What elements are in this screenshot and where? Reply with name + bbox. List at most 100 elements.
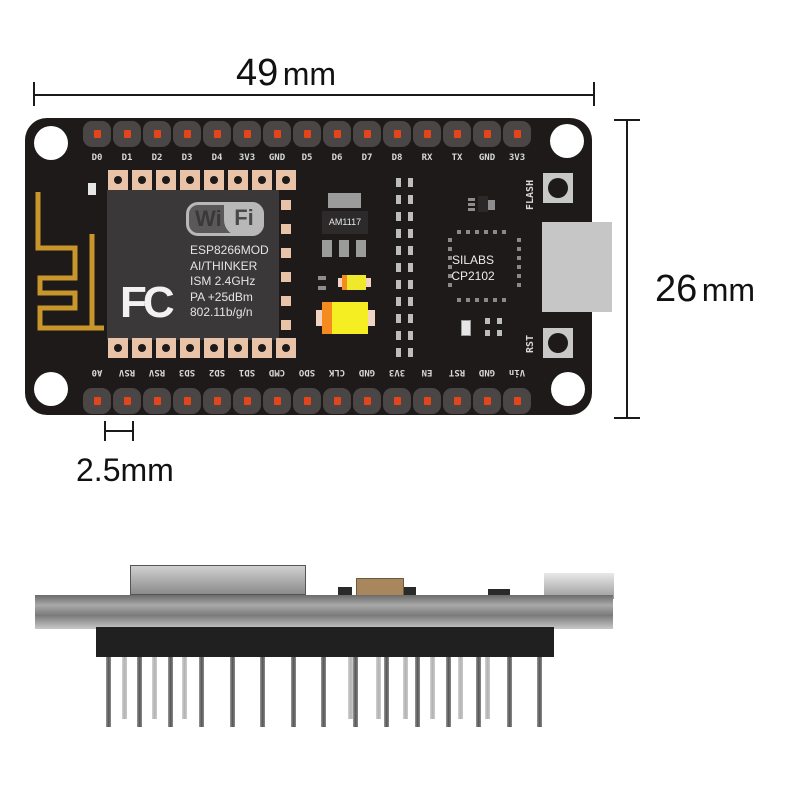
pad (132, 170, 152, 190)
pin-label: 3V3 (238, 153, 256, 163)
flash-button[interactable] (543, 173, 573, 203)
pin (262, 120, 292, 148)
cp2102-pins-left (448, 238, 452, 287)
smd-pads (497, 318, 502, 336)
regulator-am1117: AM1117 (322, 211, 368, 234)
pin (502, 387, 532, 415)
pin (202, 387, 232, 415)
height-dimension-label: 26 mm (655, 268, 755, 311)
smd-resistor (318, 276, 326, 280)
pin (472, 387, 502, 415)
pin (322, 120, 352, 148)
pcb-antenna-icon (35, 192, 104, 331)
pin (112, 387, 142, 415)
pin (292, 120, 322, 148)
pin-label: RSV (148, 367, 166, 377)
width-dimension-label: 49 mm (236, 52, 336, 95)
header-pin (348, 657, 353, 719)
wifi-logo-fi: Fi (224, 202, 264, 236)
cp2102-label: SILABS CP2102 (440, 252, 506, 284)
pin-label: D6 (331, 153, 343, 163)
cap-terminal (316, 310, 323, 326)
wifi-logo-icon: Wi Fi (186, 202, 264, 236)
pad (156, 338, 176, 358)
header-pin (507, 657, 512, 727)
module-pads-bottom (108, 338, 296, 358)
pin (382, 387, 412, 415)
pin (232, 120, 262, 148)
regulator-leg (339, 240, 349, 257)
pad (108, 338, 128, 358)
pin-label: A0 (91, 367, 103, 377)
height-unit: mm (701, 272, 756, 308)
pin (142, 387, 172, 415)
pin-label: Vin (508, 367, 526, 377)
reset-button-label: RST (525, 334, 536, 353)
pin-label: D1 (121, 153, 133, 163)
bottom-pin-header (82, 387, 532, 415)
pin-label: CLK (328, 367, 346, 377)
header-pin (403, 657, 408, 719)
pin-label: D7 (361, 153, 373, 163)
header-pin (384, 657, 389, 727)
pin-label: SD3 (178, 367, 196, 377)
header-pin (458, 657, 463, 719)
smd-part (488, 200, 495, 210)
header-pin (415, 657, 420, 727)
cp2102-maker: SILABS (451, 253, 495, 267)
pin-label: 3V3 (388, 367, 406, 377)
pin-label: D8 (391, 153, 403, 163)
header-pin (485, 657, 490, 719)
header-pin (291, 657, 296, 727)
reset-button[interactable] (543, 328, 573, 358)
pad (281, 248, 291, 258)
width-unit: mm (282, 56, 337, 92)
pin-label: GND (478, 153, 496, 163)
header-pin (321, 657, 326, 727)
header-pin (168, 657, 173, 727)
mounting-hole-top-right (550, 124, 584, 158)
module-band: ISM 2.4GHz (190, 274, 256, 288)
module-maker: AI/THINKER (190, 258, 258, 273)
pad (228, 170, 248, 190)
pitch-dimension-label: 2.5mm (76, 452, 174, 488)
pin (442, 120, 472, 148)
module-power: PA +25dBm (190, 289, 253, 304)
header-pin (537, 657, 542, 727)
height-dimension-line (626, 120, 628, 418)
pin-label: SD1 (238, 367, 256, 377)
pin (112, 120, 142, 148)
flash-button-label: FLASH (525, 179, 536, 210)
pin-label: RSV (118, 367, 136, 377)
header-pin (106, 657, 111, 727)
height-value: 26 (655, 268, 698, 310)
header-pin (376, 657, 381, 719)
wifi-logo-wi: Wi (195, 206, 222, 231)
smd-component-side (488, 589, 510, 598)
tantalum-capacitor-large (322, 302, 368, 334)
pad (108, 170, 128, 190)
smd-component-side (404, 587, 416, 597)
esp-module-shield (130, 565, 306, 595)
pin (382, 120, 412, 148)
pad (281, 320, 291, 330)
height-dimension-tick-bottom (614, 417, 640, 419)
smd-pin (468, 198, 475, 201)
pin (172, 387, 202, 415)
pin-label: 3V3 (508, 153, 526, 163)
pin (442, 387, 472, 415)
pad (132, 338, 152, 358)
cap-terminal (368, 310, 375, 326)
width-dimension-tick-left (33, 82, 35, 106)
smd-pin (468, 203, 475, 206)
header-pin (430, 657, 435, 719)
height-dimension-tick-top (614, 119, 640, 121)
cp2102-pins-bottom (457, 298, 506, 302)
module-standard: 802.11b/g/n (190, 305, 253, 319)
pcb-edge (35, 595, 613, 629)
pad (281, 272, 291, 282)
header-pin (122, 657, 127, 719)
module-pads-top (108, 170, 296, 190)
pad (180, 170, 200, 190)
pad (156, 170, 176, 190)
